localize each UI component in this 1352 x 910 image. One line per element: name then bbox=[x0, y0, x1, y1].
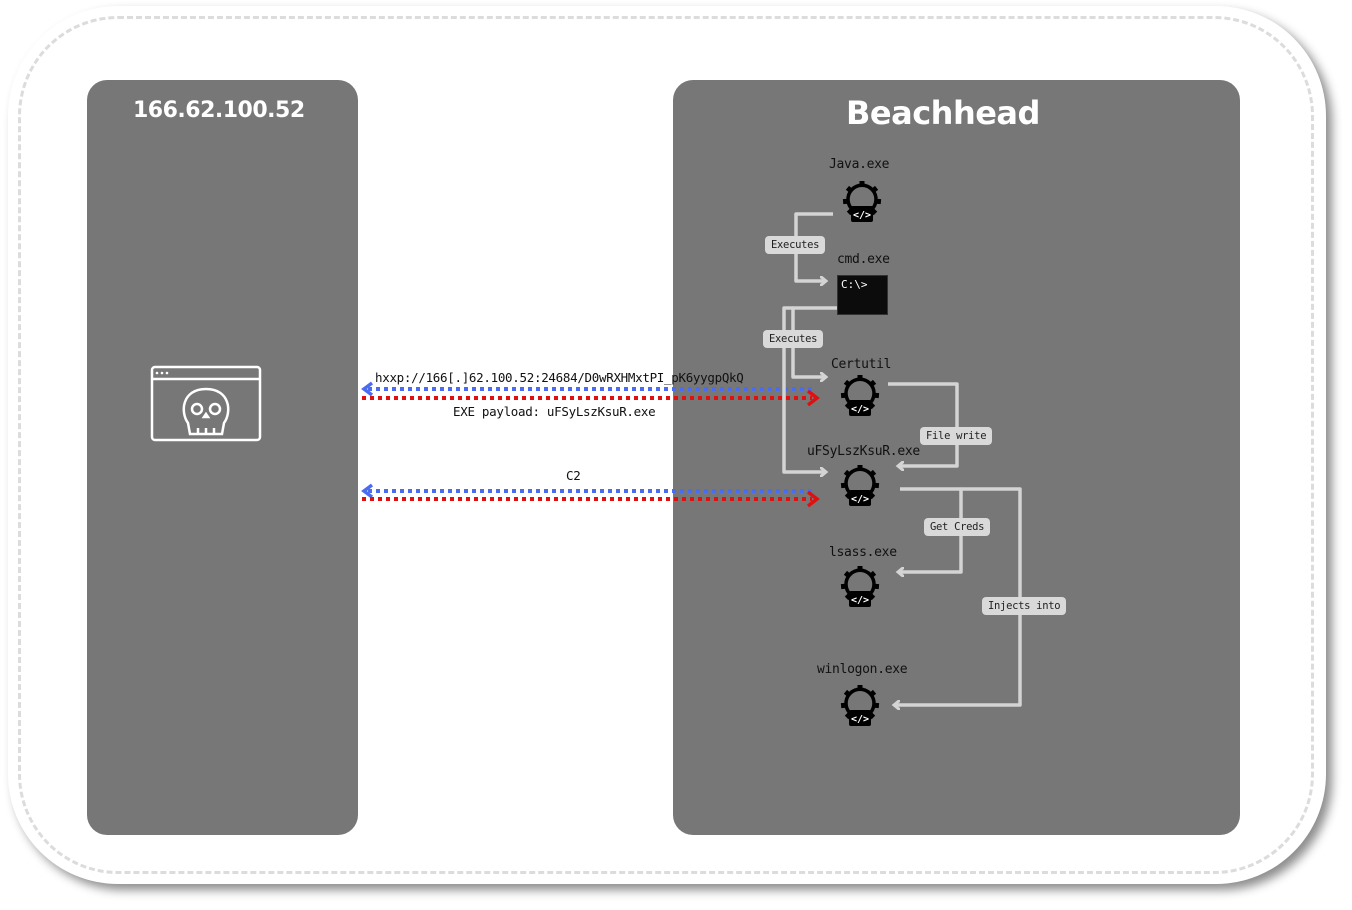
certutil-process-icon bbox=[839, 373, 881, 418]
attacker-host-panel bbox=[87, 80, 358, 835]
response-arrowhead bbox=[806, 389, 820, 407]
edge-cmd-to-payload bbox=[782, 306, 826, 472]
payload-process-icon bbox=[839, 463, 881, 508]
cmd-terminal-icon: C:\> bbox=[837, 275, 888, 315]
malicious-browser-skull-icon bbox=[150, 365, 262, 442]
request-arrowhead bbox=[361, 483, 374, 499]
lsass-process-icon bbox=[839, 564, 881, 609]
process-label-cmd: cmd.exe bbox=[837, 252, 890, 267]
response-arrowhead bbox=[806, 490, 820, 508]
java-process-icon bbox=[841, 179, 883, 224]
request-arrowhead bbox=[361, 381, 374, 397]
edge-certutil-file-write bbox=[888, 382, 959, 466]
payload-exe-label: EXE payload: uFSyLszKsuR.exe bbox=[453, 404, 656, 419]
connection-payload-download bbox=[361, 381, 820, 407]
edge-label-get-creds: Get Creds bbox=[924, 518, 991, 536]
edge-label-injects-into: Injects into bbox=[982, 597, 1067, 615]
process-label-java: Java.exe bbox=[829, 157, 890, 172]
payload-url-label: hxxp://166[.]62.100.52:24684/D0wRXHMxtPI… bbox=[375, 370, 744, 385]
process-label-winlogon: winlogon.exe bbox=[817, 662, 908, 677]
c2-label: C2 bbox=[566, 468, 581, 483]
outer-frame-dashed-border bbox=[18, 16, 1314, 874]
winlogon-process-icon bbox=[839, 683, 881, 728]
process-label-payload: uFSyLszKsuR.exe bbox=[807, 444, 920, 459]
connection-c2 bbox=[361, 483, 820, 508]
edge-label-executes-1: Executes bbox=[765, 236, 826, 254]
process-label-lsass: lsass.exe bbox=[829, 545, 897, 560]
terminal-prompt: C:\> bbox=[841, 278, 868, 291]
process-label-certutil: Certutil bbox=[831, 357, 892, 372]
beachhead-title: Beachhead bbox=[846, 94, 1040, 132]
edge-label-executes-2: Executes bbox=[763, 330, 824, 348]
edge-label-file-write: File write bbox=[920, 427, 993, 445]
attacker-ip-title: 166.62.100.52 bbox=[133, 98, 305, 123]
